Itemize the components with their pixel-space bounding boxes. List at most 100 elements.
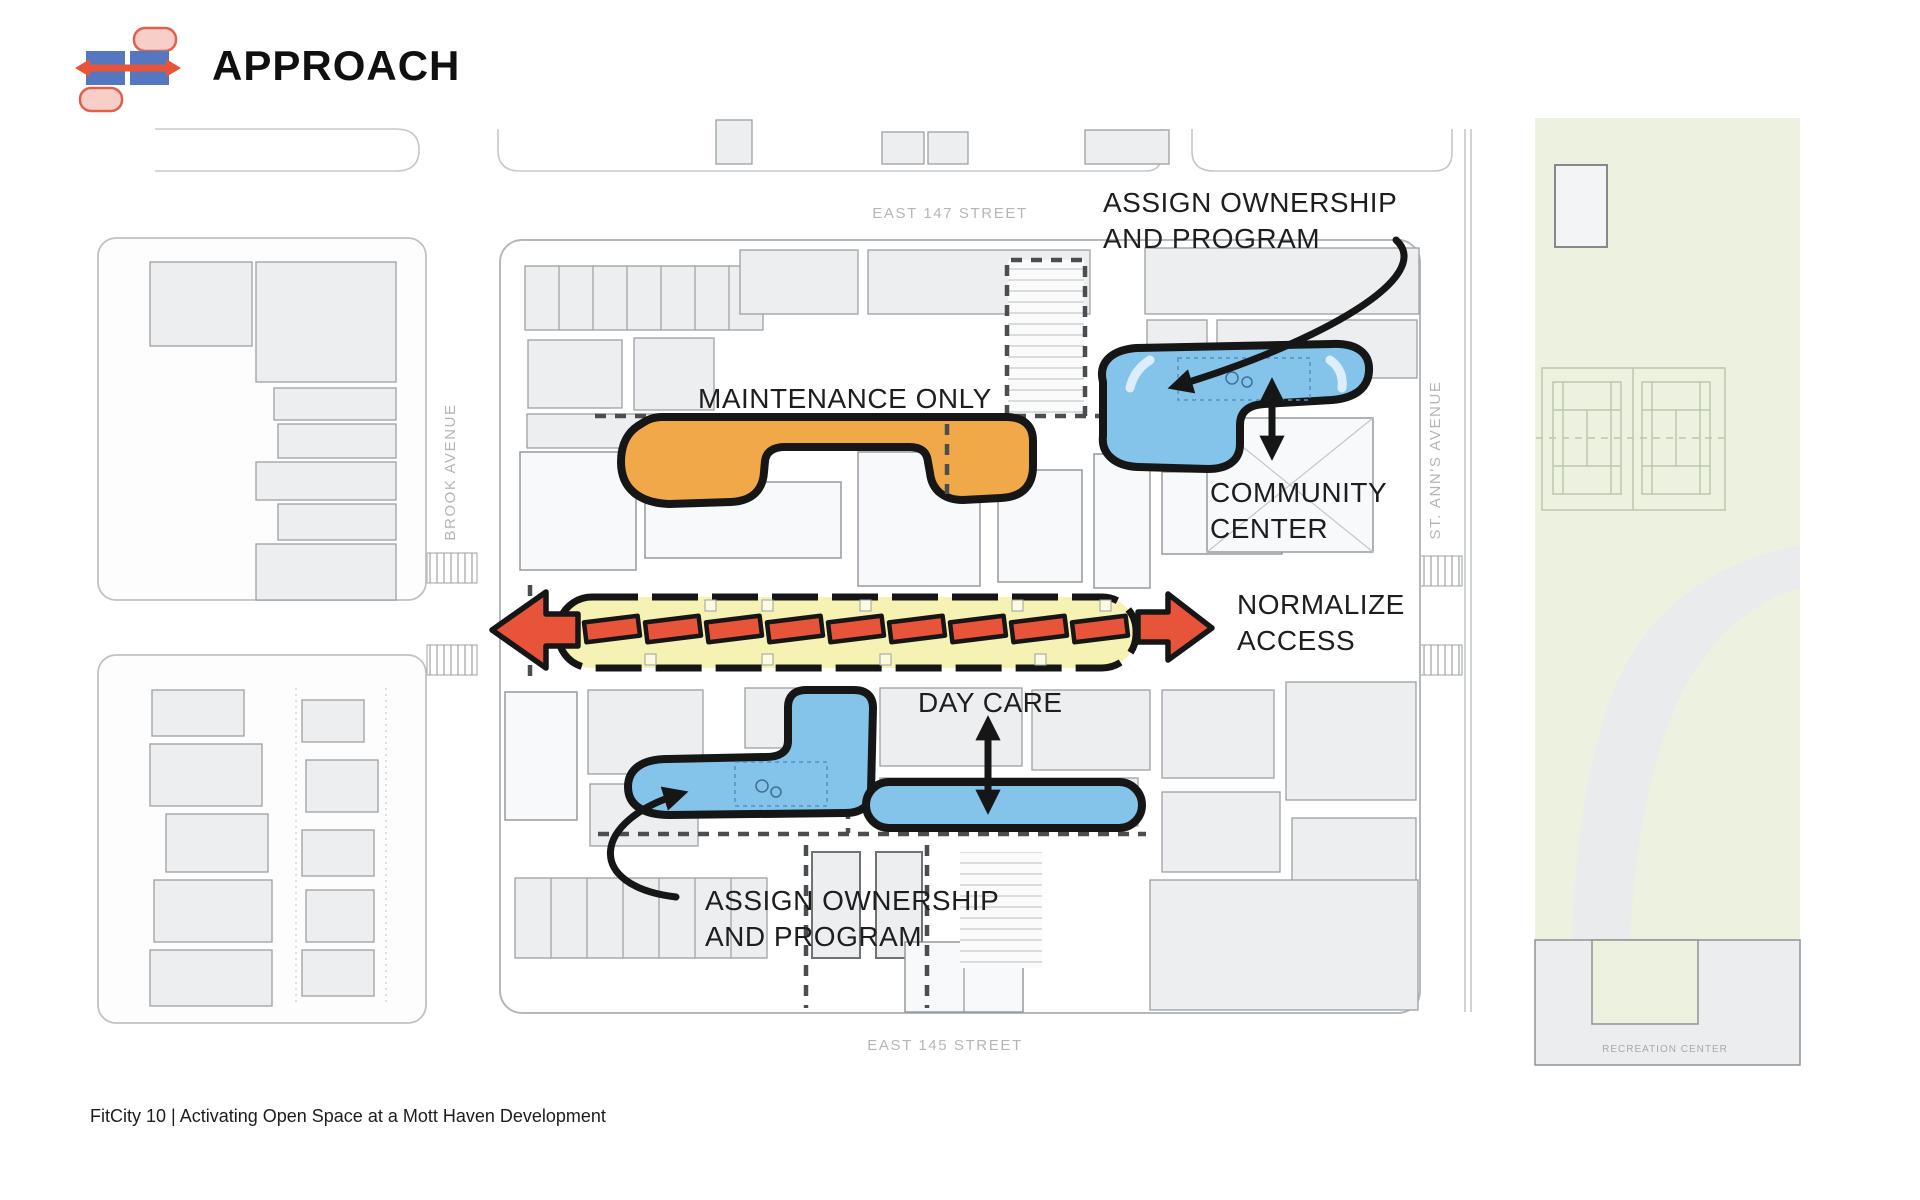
- street-label-east-147: EAST 147 STREET: [872, 205, 1027, 222]
- park-lawn: [1535, 118, 1800, 940]
- street-edge: [497, 129, 1163, 172]
- label-normalize-line1: NORMALIZE: [1237, 589, 1405, 620]
- access-corridor: [489, 589, 1215, 672]
- crosswalk: [426, 552, 478, 584]
- north-fringe-buildings: [715, 119, 1170, 165]
- logo-blue-bar: [130, 71, 169, 85]
- label-community-line2: CENTER: [1210, 513, 1328, 544]
- arrow-assign-bottom: [607, 786, 689, 901]
- building-footprint: [1144, 247, 1420, 315]
- building-footprint: [149, 261, 253, 347]
- arrow-assign-top: [1167, 236, 1408, 394]
- red-dash: [1069, 613, 1131, 645]
- label-normalize-line2: ACCESS: [1237, 625, 1355, 656]
- building-footprint: [881, 131, 925, 165]
- street-edge: [1191, 129, 1453, 172]
- label-day-care: DAY CARE: [918, 687, 1063, 718]
- red-dash: [1008, 613, 1070, 645]
- building-footprint: [305, 889, 375, 943]
- red-dash: [825, 613, 887, 645]
- logo-blue-bar: [86, 71, 125, 85]
- crosswalk: [426, 644, 478, 676]
- logo-blue-bar: [86, 51, 125, 65]
- rowhouse-dividers: [558, 266, 730, 330]
- red-dash: [581, 613, 643, 645]
- building-footprint: [255, 461, 397, 501]
- playground-zone-southwest: [624, 686, 877, 819]
- building-footprint: [165, 813, 269, 873]
- west-blocks: [97, 237, 427, 1024]
- building-footprint: [1161, 689, 1275, 779]
- logo-pink-oval-bottom: [78, 86, 124, 113]
- logo-double-arrow: [75, 59, 181, 77]
- building-footprint: [1031, 689, 1151, 771]
- street-edge: [155, 128, 420, 172]
- west-buildings: [149, 261, 397, 1007]
- building-footprint: [301, 829, 375, 877]
- logo-blue-bar: [130, 51, 169, 65]
- building-footprint: [633, 337, 715, 411]
- building-footprint: [151, 689, 245, 737]
- building-footprint: [255, 543, 397, 601]
- tennis-courts: [1536, 367, 1731, 511]
- corridor-red-dashes: [581, 613, 1131, 645]
- park-strip: RECREATION CENTER: [1534, 118, 1801, 1066]
- building-footprint: [273, 387, 397, 421]
- building-footprint: [153, 879, 273, 943]
- building-footprint: [524, 265, 764, 331]
- building-footprint: [255, 261, 397, 383]
- building-footprint: [277, 423, 397, 459]
- label-assign-top-line2: AND PROGRAM: [1103, 223, 1320, 254]
- label-community-line1: COMMUNITY: [1210, 477, 1387, 508]
- street-label-st-anns-avenue: ST. ANN'S AVENUE: [1427, 380, 1444, 539]
- building-footprint: [519, 451, 637, 571]
- park-building: [1554, 164, 1608, 248]
- playground-art-northeast: [1125, 355, 1347, 401]
- parking-lot: [1008, 260, 1084, 416]
- red-dash: [642, 613, 704, 645]
- red-dash: [703, 613, 765, 645]
- building-footprint: [1084, 129, 1170, 165]
- building-footprint: [149, 743, 263, 807]
- building-footprint: [504, 691, 578, 821]
- building-footprint: [305, 759, 379, 813]
- recreation-center: RECREATION CENTER: [1534, 939, 1801, 1066]
- building-footprint: [301, 699, 365, 743]
- footer-caption: FitCity 10 | Activating Open Space at a …: [90, 1106, 606, 1126]
- property-lines: [295, 688, 387, 1005]
- building-footprint: [149, 949, 273, 1007]
- building-footprint: [715, 119, 753, 165]
- label-maintenance-only: MAINTENANCE ONLY: [698, 383, 992, 414]
- playground-art-southwest: [734, 761, 828, 807]
- building-footprint: [927, 131, 969, 165]
- building-footprint: [301, 949, 375, 997]
- daycare-zone: [862, 778, 1146, 832]
- corridor-entrances: [644, 599, 1112, 666]
- crossing-buildings-logo: [75, 26, 181, 113]
- building-footprint: [1093, 453, 1151, 589]
- annotation-labels: ASSIGN OWNERSHIP AND PROGRAM MAINTENANCE…: [698, 187, 1405, 952]
- label-assign-bottom-line2: AND PROGRAM: [705, 921, 922, 952]
- building-footprint: [739, 249, 859, 315]
- red-dash: [947, 613, 1009, 645]
- building-footprint: [527, 339, 623, 409]
- maintenance-zone: [617, 413, 1037, 508]
- building-footprint: [1149, 879, 1419, 1011]
- building-footprint: [277, 503, 397, 541]
- access-arrow-west: [489, 589, 581, 671]
- street-labels: EAST 147 STREET EAST 145 STREET BROOK AV…: [442, 205, 1444, 1054]
- access-arrow-east: [1135, 591, 1215, 663]
- recreation-courtyard: [1591, 939, 1699, 1025]
- street-label-brook-avenue: BROOK AVENUE: [442, 403, 459, 540]
- building-footprint: [811, 851, 861, 959]
- page-title: APPROACH: [212, 42, 461, 89]
- building-footprint: [1161, 791, 1281, 873]
- street-label-east-145: EAST 145 STREET: [867, 1037, 1022, 1054]
- red-dash: [886, 613, 948, 645]
- building-footprint: [875, 851, 923, 959]
- label-assign-bottom-line1: ASSIGN OWNERSHIP: [705, 885, 999, 916]
- park-path: [1572, 545, 1800, 940]
- red-dash: [764, 613, 826, 645]
